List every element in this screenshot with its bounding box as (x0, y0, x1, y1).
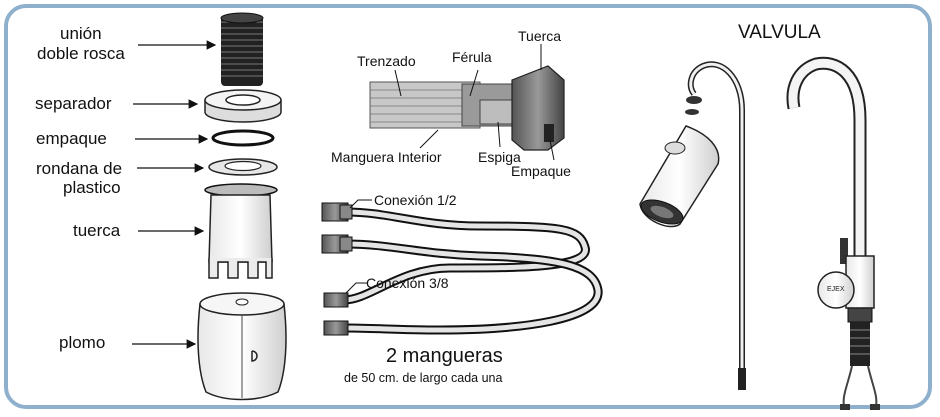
label-rondana-line2: plastico (63, 178, 121, 197)
plastic-washer (208, 158, 278, 176)
hoses-title: 2 mangueras (386, 345, 503, 367)
label-separador: separador (35, 94, 112, 113)
label-ferula: Férula (452, 49, 492, 65)
oring (211, 129, 275, 147)
label-union-line2: doble rosca (37, 44, 125, 63)
cutaway-leaders (394, 44, 555, 161)
pull-down-faucet (639, 61, 746, 390)
label-plomo: plomo (59, 333, 106, 352)
threaded-union (220, 12, 264, 86)
label-rondana-line1: rondana de (36, 159, 123, 178)
label-conexion-half: Conexión 1/2 (374, 192, 457, 208)
separator-ring (204, 89, 282, 123)
label-tuerca: tuerca (73, 221, 121, 240)
hose-pair (321, 202, 603, 336)
label-conexion-three-eighths: Conexión 3/8 (366, 275, 449, 291)
hoses-subtitle: de 50 cm. de largo cada una (344, 371, 503, 385)
label-empaque: empaque (36, 129, 107, 148)
weight-body (197, 292, 287, 401)
hose-cutaway (369, 65, 565, 151)
valve-title: VALVULA (738, 22, 821, 43)
main-faucet (786, 56, 880, 410)
valve-brand: EJEX (827, 286, 845, 293)
label-empaque-detail: Empaque (511, 163, 571, 179)
label-trenzado: Trenzado (357, 53, 416, 69)
left-arrows (132, 40, 217, 349)
diagram-frame (4, 4, 932, 409)
label-espiga: Espiga (478, 149, 521, 165)
hose-leaders (345, 199, 372, 294)
label-union-line1: unión (60, 24, 102, 43)
nut-sleeve (204, 183, 278, 279)
label-manguera-interior: Manguera Interior (331, 149, 442, 165)
label-tuerca-detail: Tuerca (518, 28, 562, 44)
